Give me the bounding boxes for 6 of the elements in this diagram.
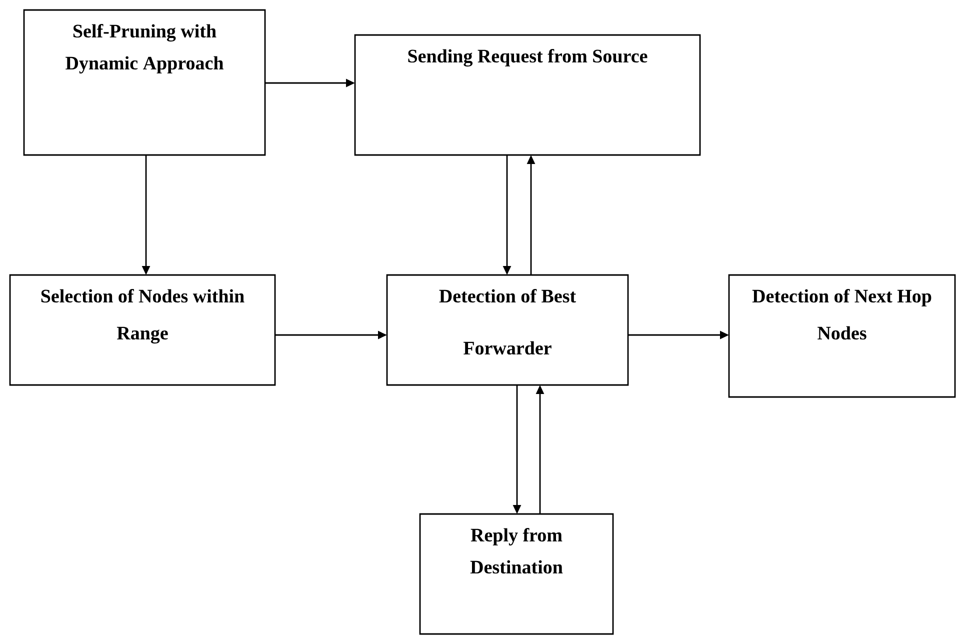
process-box: Detection of Best Forwarder — [386, 274, 629, 386]
process-box: Detection of Next Hop Nodes — [728, 274, 956, 398]
process-box: Self-Pruning with Dynamic Approach — [23, 9, 266, 156]
process-box: Selection of Nodes within Range — [9, 274, 276, 386]
process-box: Reply from Destination — [419, 513, 614, 635]
process-box: Sending Request from Source — [354, 34, 701, 156]
